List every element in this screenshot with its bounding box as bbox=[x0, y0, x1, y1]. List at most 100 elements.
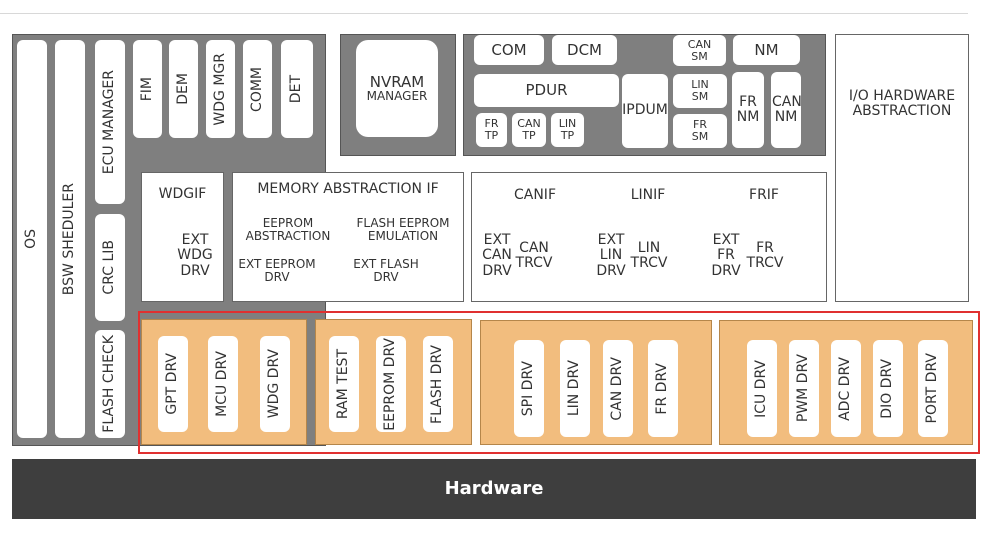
top-divider bbox=[0, 13, 968, 14]
port-drv-module: PORT DRV bbox=[918, 340, 948, 437]
can-sm-label: CAN SM bbox=[687, 37, 712, 63]
flash-drv-label: FLASH DRV bbox=[429, 344, 446, 424]
gpt-drv-label: GPT DRV bbox=[164, 353, 181, 415]
fim-module: FIM bbox=[133, 40, 162, 138]
ram-test-module: RAM TEST bbox=[329, 336, 359, 432]
mcu-drv-label: MCU DRV bbox=[214, 351, 231, 417]
adc-drv-module: ADC DRV bbox=[831, 340, 861, 437]
lin-drv-module: LIN DRV bbox=[560, 340, 590, 437]
crc-lib-module: CRC LIB bbox=[95, 214, 125, 321]
fr-drv-label: FR DRV bbox=[654, 362, 671, 415]
port-drv-label: PORT DRV bbox=[924, 353, 941, 424]
pwm-drv-module: PWM DRV bbox=[789, 340, 819, 437]
dem-module: DEM bbox=[169, 40, 198, 138]
can-trcv-label: CAN TRCV bbox=[515, 239, 553, 271]
bsw-scheduler-label: BSW SHEDULER bbox=[61, 182, 78, 296]
ipdum-module: IPDUM bbox=[622, 74, 668, 148]
canif-label: CANIF bbox=[513, 187, 556, 204]
com-label: COM bbox=[491, 40, 527, 59]
wdg-mgr-label: WDG MGR bbox=[211, 52, 228, 126]
dem-label: DEM bbox=[174, 73, 191, 105]
mcal-highlight-frame bbox=[138, 311, 980, 454]
ext-fr-drv-label: EXT FR DRV bbox=[711, 231, 741, 279]
flash-eeprom-emulation-label: FLASH EEPROM EMULATION bbox=[356, 215, 450, 243]
nvram-manager-module: NVRAM MANAGER bbox=[356, 40, 438, 137]
fr-sm-label: FR SM bbox=[691, 118, 709, 143]
frif-label: FRIF bbox=[749, 187, 779, 204]
fr-tp-module: FR TP bbox=[476, 113, 507, 147]
wdgif-title: WDGIF bbox=[158, 186, 207, 203]
comm-if-box bbox=[471, 172, 827, 302]
pwm-drv-label: PWM DRV bbox=[795, 354, 812, 423]
io-hardware-abstraction: I/O HARDWARE ABSTRACTION bbox=[835, 34, 969, 302]
nm-module: NM bbox=[733, 35, 800, 65]
lin-tp-label: LIN TP bbox=[558, 117, 577, 142]
fim-label: FIM bbox=[138, 76, 155, 102]
ram-test-label: RAM TEST bbox=[335, 348, 352, 420]
ecu-manager-module: ECU MANAGER bbox=[95, 40, 125, 204]
lin-sm-label: LIN SM bbox=[691, 78, 709, 103]
dio-drv-module: DIO DRV bbox=[873, 340, 903, 437]
can-nm-label: CAN NM bbox=[772, 93, 802, 125]
lin-trcv-label: LIN TRCV bbox=[630, 239, 668, 271]
spi-drv-label: SPI DRV bbox=[520, 360, 537, 417]
fr-tp-label: FR TP bbox=[484, 117, 499, 142]
lin-sm-module: LIN SM bbox=[673, 74, 727, 108]
flash-check-module: FLASH CHECK bbox=[95, 330, 125, 438]
crc-lib-label: CRC LIB bbox=[101, 240, 118, 295]
gpt-drv-module: GPT DRV bbox=[158, 336, 188, 432]
linif-label: LINIF bbox=[630, 187, 666, 204]
pdur-label: PDUR bbox=[525, 81, 568, 100]
eeprom-drv-module: EEPROM DRV bbox=[376, 336, 406, 432]
comm-module: COMM bbox=[243, 40, 272, 138]
adc-drv-label: ADC DRV bbox=[837, 356, 854, 421]
wdgif-box bbox=[141, 172, 224, 302]
dio-drv-label: DIO DRV bbox=[879, 358, 896, 419]
memory-abstraction-if-box bbox=[232, 172, 464, 302]
os-module: OS bbox=[17, 40, 47, 438]
fr-nm-module: FR NM bbox=[732, 72, 764, 148]
eeprom-drv-label: EEPROM DRV bbox=[382, 337, 399, 431]
eeprom-abstraction-label: EEPROM ABSTRACTION bbox=[245, 215, 331, 243]
pdur-module: PDUR bbox=[474, 74, 619, 107]
icu-drv-label: ICU DRV bbox=[753, 359, 770, 418]
flash-check-label: FLASH CHECK bbox=[101, 335, 118, 433]
can-drv-label: CAN DRV bbox=[609, 356, 626, 421]
io-hardware-abstraction-label: I/O HARDWARE ABSTRACTION bbox=[848, 88, 956, 120]
det-module: DET bbox=[281, 40, 313, 138]
memory-abstraction-if-title: MEMORY ABSTRACTION IF bbox=[257, 181, 439, 198]
hardware-layer: Hardware bbox=[12, 459, 976, 519]
nvram-label: NVRAM bbox=[369, 72, 425, 91]
nm-label: NM bbox=[754, 40, 779, 59]
can-tp-module: CAN TP bbox=[512, 113, 546, 147]
comm-label: COMM bbox=[248, 66, 265, 112]
spi-drv-module: SPI DRV bbox=[514, 340, 544, 437]
lin-tp-module: LIN TP bbox=[551, 113, 584, 147]
ext-can-drv-label: EXT CAN DRV bbox=[482, 231, 512, 279]
can-drv-module: CAN DRV bbox=[603, 340, 633, 437]
lin-drv-label: LIN DRV bbox=[566, 360, 583, 417]
wdg-mgr-module: WDG MGR bbox=[206, 40, 235, 138]
fr-nm-label: FR NM bbox=[736, 93, 760, 125]
dcm-module: DCM bbox=[552, 35, 617, 65]
can-sm-module: CAN SM bbox=[673, 35, 726, 66]
fr-trcv-label: FR TRCV bbox=[746, 239, 784, 271]
wdg-drv-module: WDG DRV bbox=[260, 336, 290, 432]
fr-drv-module: FR DRV bbox=[648, 340, 678, 437]
ecu-manager-label: ECU MANAGER bbox=[101, 69, 118, 175]
can-nm-module: CAN NM bbox=[771, 72, 802, 148]
flash-drv-module: FLASH DRV bbox=[423, 336, 453, 432]
bsw-scheduler-module: BSW SHEDULER bbox=[55, 40, 85, 438]
ext-lin-drv-label: EXT LIN DRV bbox=[596, 231, 626, 279]
com-module: COM bbox=[474, 35, 544, 65]
icu-drv-module: ICU DRV bbox=[747, 340, 777, 437]
det-label: DET bbox=[288, 74, 305, 104]
hardware-label: Hardware bbox=[444, 478, 544, 500]
wdg-drv-label: WDG DRV bbox=[266, 349, 283, 419]
ext-flash-drv-label: EXT FLASH DRV bbox=[353, 256, 419, 284]
can-tp-label: CAN TP bbox=[517, 117, 541, 142]
ext-wdg-drv-label: EXT WDG DRV bbox=[177, 231, 213, 279]
ext-eeprom-drv-label: EXT EEPROM DRV bbox=[238, 256, 316, 284]
os-label: OS bbox=[23, 229, 40, 249]
dcm-label: DCM bbox=[567, 40, 602, 59]
